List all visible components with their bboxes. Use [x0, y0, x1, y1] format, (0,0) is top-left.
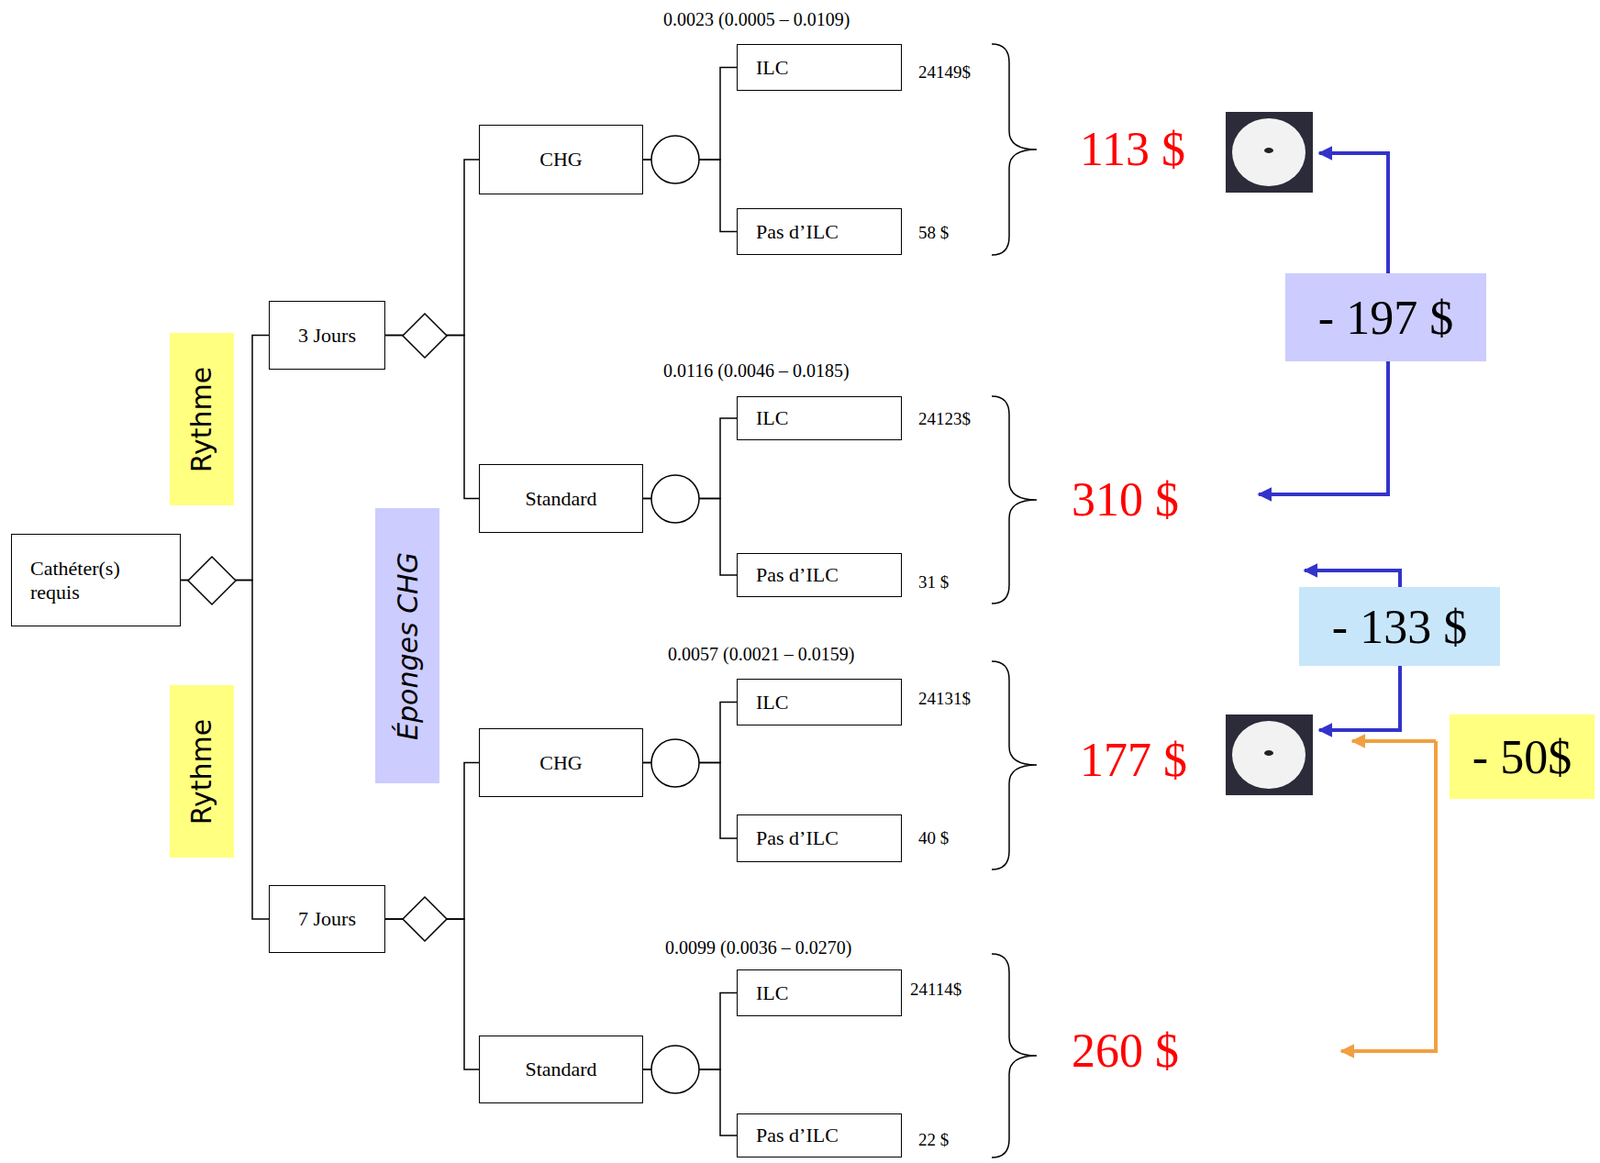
cost-label: 24131$ [918, 688, 971, 710]
node-text: ILC [755, 981, 789, 1006]
node-text: - 133 $ [1332, 600, 1467, 655]
node-text: CHG [539, 147, 582, 172]
sponge-photo [1225, 111, 1313, 796]
curly-brace [991, 44, 1037, 1158]
expected-cost: 113 $ [1079, 125, 1186, 174]
cost-label: 24114$ [910, 979, 962, 1000]
expected-cost: 260 $ [1071, 1027, 1179, 1076]
expected-cost: 310 $ [1071, 476, 1179, 524]
probability-label: 0.0057 (0.0021 – 0.0159) [667, 644, 855, 666]
decision-box: 7 Jours [268, 885, 386, 954]
option-box: Standard [478, 464, 644, 534]
rhythm-band: Rythme [169, 685, 234, 858]
probability-label: 0.0023 (0.0005 – 0.0109) [663, 9, 850, 31]
tree-branch [385, 159, 479, 336]
node-text: - 50$ [1472, 730, 1572, 785]
tree-branch [385, 335, 479, 500]
node-text: Pas d’ILC [755, 220, 839, 245]
option-box: Standard [478, 1035, 644, 1104]
outcome-box: ILC [736, 678, 902, 726]
node-text: Pas d’ILC [755, 826, 839, 851]
outcome-box: ILC [736, 396, 902, 441]
expected-cost: 177 $ [1079, 736, 1188, 785]
node-text: CHG [539, 751, 582, 776]
node-text: 3 Jours [298, 323, 356, 348]
node-text: Standard [524, 1057, 597, 1082]
difference-callout: - 133 $ [1299, 587, 1500, 667]
node-text: Cathéter(s) requis [30, 556, 171, 605]
cost-label: 40 $ [918, 828, 949, 849]
outcome-box: ILC [736, 969, 902, 1017]
outcome-box: Pas d’ILC [736, 814, 902, 863]
node-text: ILC [755, 690, 789, 715]
difference-callout: - 197 $ [1285, 273, 1487, 362]
tree-branch [385, 919, 479, 1070]
outcome-box: Pas d’ILC [736, 208, 902, 256]
node-text: ILC [755, 406, 789, 431]
node-text: Rythme [186, 718, 219, 824]
cost-label: 24123$ [918, 409, 971, 430]
node-text: 7 Jours [298, 907, 356, 932]
rhythm-band: Rythme [169, 333, 234, 506]
option-box: CHG [478, 124, 644, 195]
option-box: CHG [478, 728, 644, 798]
tree-branch [385, 763, 479, 921]
node-text: Standard [524, 487, 597, 512]
outcome-box: Pas d’ILC [736, 553, 902, 598]
cost-label: 58 $ [918, 222, 949, 244]
cost-label: 31 $ [918, 572, 949, 593]
outcome-box: Pas d’ILC [736, 1113, 902, 1158]
node-text: ILC [755, 55, 789, 80]
sponge-band: Éponges CHG [375, 508, 440, 784]
cost-label: 22 $ [918, 1130, 949, 1151]
node-text: Pas d’ILC [755, 1123, 839, 1148]
node-text: Pas d’ILC [755, 563, 839, 588]
node-text: Éponges CHG [391, 552, 424, 741]
start-box: Cathéter(s) requis [11, 533, 181, 627]
outcome-box: ILC [736, 44, 902, 91]
probability-label: 0.0099 (0.0036 – 0.0270) [665, 937, 852, 959]
node-text: Rythme [186, 366, 219, 472]
node-text: - 197 $ [1318, 290, 1454, 345]
cost-label: 24149$ [918, 62, 971, 83]
probability-label: 0.0116 (0.0046 – 0.0185) [663, 360, 850, 382]
decision-box: 3 Jours [268, 300, 386, 370]
difference-callout: - 50$ [1449, 714, 1595, 800]
